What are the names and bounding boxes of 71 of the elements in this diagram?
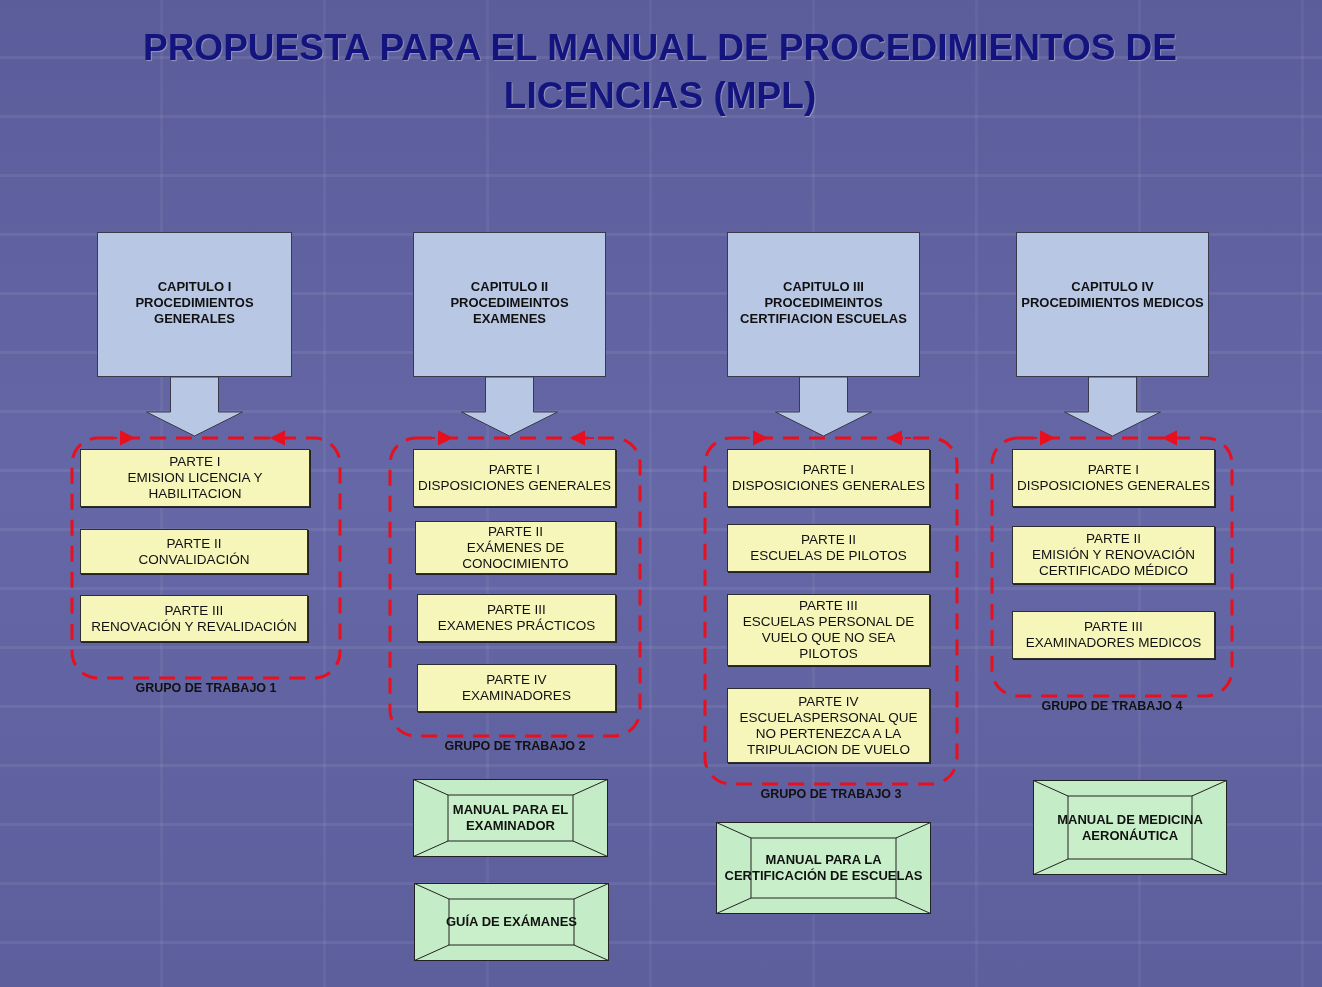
group-label: GRUPO DE TRABAJO 4 xyxy=(1040,699,1184,714)
title: PROPUESTA PARA EL MANUAL DE PROCEDIMIENTOS DE LICENCIAS (MPL) xyxy=(141,26,1179,118)
body-text: PROCEDIMIENTOS GENERALES xyxy=(134,295,255,327)
body-text: EMISION LICENCIA Y HABILITACION xyxy=(126,470,264,502)
heading-text: PARTE IV xyxy=(486,672,547,688)
group-label: GRUPO DE TRABAJO 1 xyxy=(134,681,278,696)
heading-text: CAPITULO III xyxy=(783,279,864,295)
heading-text: PARTE II xyxy=(488,523,543,540)
group-label: GRUPO DE TRABAJO 2 xyxy=(443,739,587,754)
heading-text: PARTE III xyxy=(1084,619,1143,635)
body-text: ESCUELASPERSONAL QUE NO PERTENEZCA A LA TRIPULACION DE VUELO xyxy=(738,709,919,758)
part-box xyxy=(727,688,930,763)
body-text: DISPOSICIONES GENERALES xyxy=(732,478,925,494)
part-box xyxy=(727,449,930,507)
part-box xyxy=(80,595,308,642)
part-box xyxy=(1012,526,1215,584)
bevel-box xyxy=(716,822,931,914)
body-text: ESCUELAS PERSONAL DE VUELO QUE NO SEA PILOTOS xyxy=(741,614,916,662)
manual-title: MANUAL DE MEDICINA AERONÁUTICA xyxy=(1056,811,1204,844)
part-box xyxy=(727,524,930,572)
heading-text: PARTE I xyxy=(802,462,855,478)
part-box xyxy=(1012,449,1215,507)
heading-text: PARTE IV xyxy=(798,693,859,710)
block-arrow xyxy=(775,376,872,437)
heading-text: CAPITULO II xyxy=(470,279,549,295)
heading-text: PARTE II xyxy=(801,532,856,548)
bevel-box xyxy=(413,779,608,857)
block-arrow xyxy=(146,376,243,437)
heading-text: PARTE II xyxy=(166,535,222,552)
heading-text: PARTE III xyxy=(164,602,224,619)
heading-text: CAPITULO IV xyxy=(1071,279,1154,295)
heading-text: PARTE II xyxy=(1086,531,1141,547)
bevel-box xyxy=(1033,780,1227,875)
body-text: ESCUELAS DE PILOTOS xyxy=(750,548,907,564)
body-text: EMISIÓN Y RENOVACIÓN CERTIFICADO MÉDICO xyxy=(1031,547,1196,579)
body-text: EXAMINADORES MEDICOS xyxy=(1025,635,1202,651)
body-text: EXAMENES PRÁCTICOS xyxy=(437,618,596,634)
part-box xyxy=(1012,611,1215,659)
heading-text: PARTE I xyxy=(1087,462,1140,478)
part-box xyxy=(80,449,310,507)
part-box xyxy=(415,521,616,574)
body-text: PROCEDIMEINTOS CERTIFIACION ESCUELAS xyxy=(739,295,908,327)
body-text: EXAMINADORES xyxy=(462,688,571,704)
heading-text: PARTE I xyxy=(488,462,541,478)
group-label: GRUPO DE TRABAJO 3 xyxy=(759,787,903,802)
chapter-box xyxy=(413,232,606,377)
part-box xyxy=(413,449,616,507)
body-text: RENOVACIÓN Y REVALIDACIÓN xyxy=(91,618,297,635)
heading-text: PARTE I xyxy=(169,454,221,470)
part-box xyxy=(417,664,616,712)
bevel-box xyxy=(414,883,609,961)
chapter-box xyxy=(1016,232,1209,377)
body-text: DISPOSICIONES GENERALES xyxy=(1017,478,1210,494)
heading-text: CAPITULO I xyxy=(157,279,232,295)
body-text: EXÁMENES DE CONOCIMIENTO xyxy=(461,539,570,572)
part-box xyxy=(80,529,308,574)
chapter-box xyxy=(97,232,292,377)
heading-text: PARTE III xyxy=(799,598,858,614)
manual-title: GUÍA DE EXÁMANES xyxy=(446,914,577,930)
part-box xyxy=(727,594,930,666)
body-text: DISPOSICIONES GENERALES xyxy=(418,478,611,494)
heading-text: PARTE III xyxy=(487,602,546,618)
body-text: PROCEDIMIENTOS MEDICOS xyxy=(1021,295,1204,311)
manual-title: MANUAL PARA LA CERTIFICACIÓN DE ESCUELAS xyxy=(723,852,924,884)
manual-title: MANUAL PARA EL EXAMINADOR xyxy=(451,802,570,834)
body-text: PROCEDIMEINTOS EXAMENES xyxy=(449,295,570,327)
chapter-box xyxy=(727,232,920,377)
block-arrow xyxy=(461,376,558,437)
body-text: CONVALIDACIÓN xyxy=(138,551,250,568)
block-arrow xyxy=(1064,376,1161,437)
part-box xyxy=(417,594,616,642)
